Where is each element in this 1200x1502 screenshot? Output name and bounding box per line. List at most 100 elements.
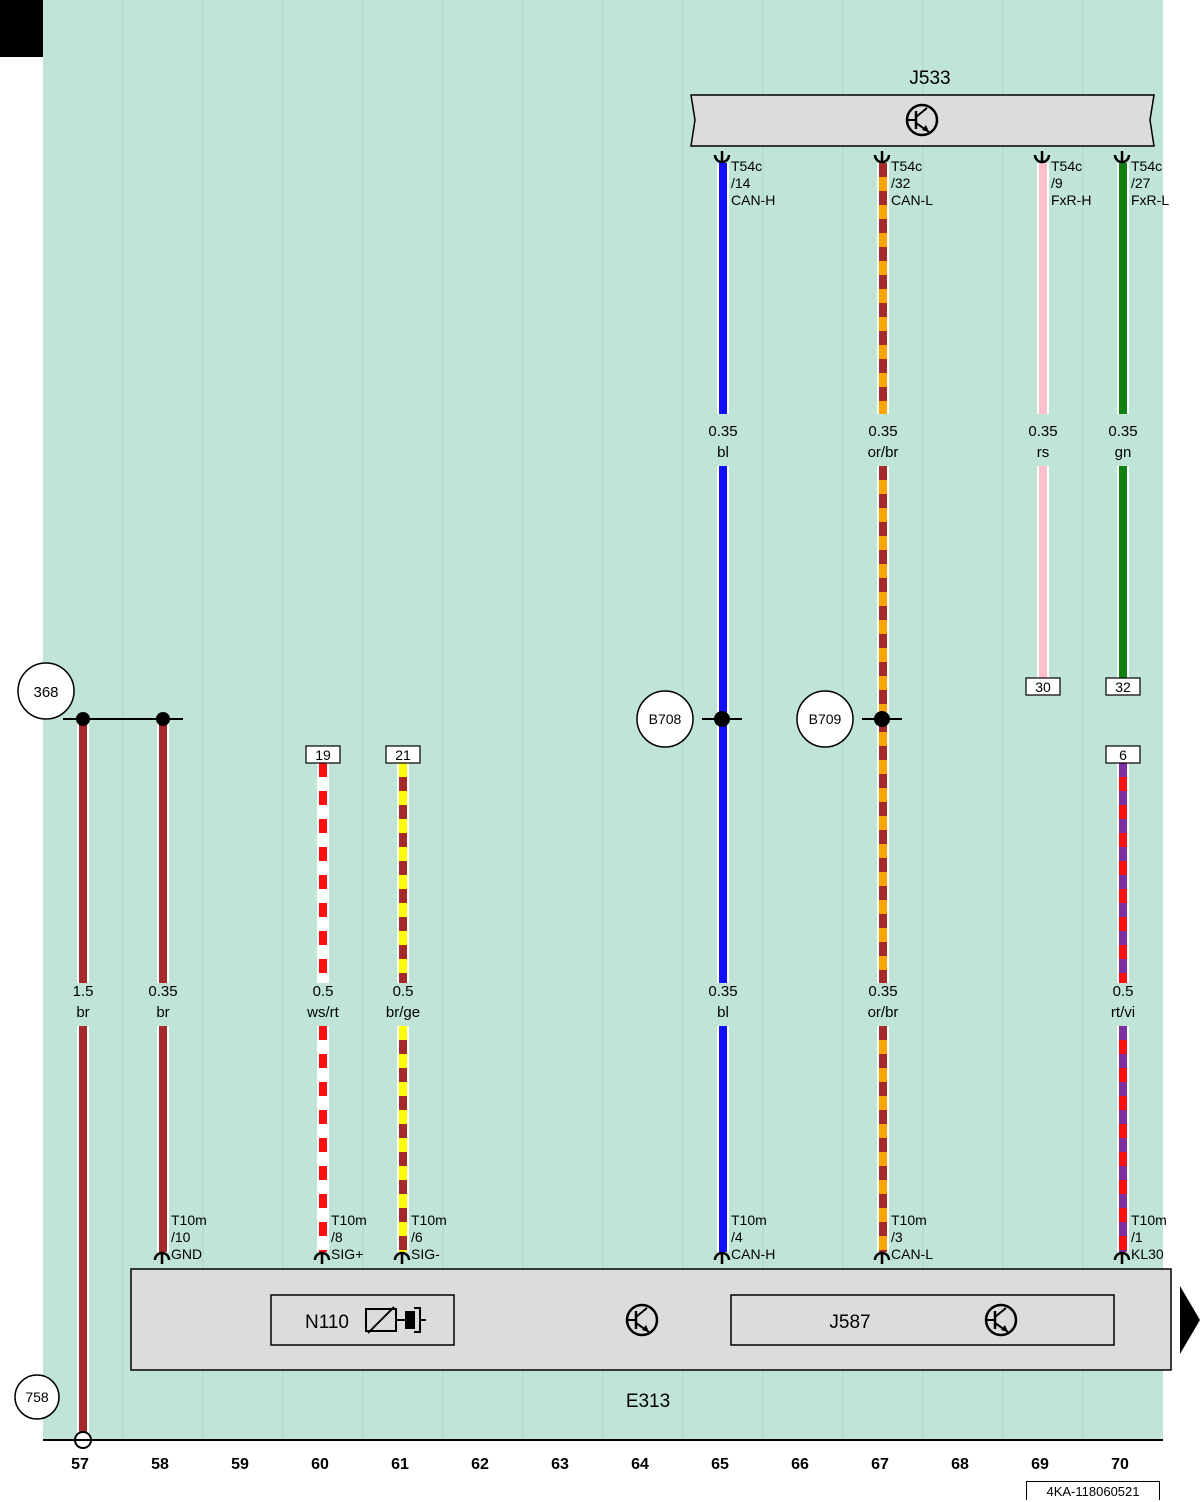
svg-text:T54c: T54c (731, 158, 762, 174)
terminal-e313-t3: T10m /3 CAN-L (891, 1212, 933, 1262)
terminal-j533-t32: T54c /32 CAN-L (891, 158, 933, 208)
wire-label-61: 0.5 br/ge (386, 983, 420, 1021)
svg-text:0.35: 0.35 (708, 983, 737, 1000)
svg-text:bl: bl (717, 1004, 729, 1021)
svg-text:T10m: T10m (891, 1212, 927, 1228)
svg-text:/32: /32 (891, 175, 911, 191)
connector-box-19[interactable]: 19 (305, 745, 341, 764)
svg-text:ws/rt: ws/rt (306, 1004, 339, 1021)
splice-b709-circle[interactable] (796, 690, 854, 748)
terminal-j533-t27: T54c /27 FxR-L (1131, 158, 1169, 208)
svg-text:T10m: T10m (331, 1212, 367, 1228)
svg-text:0.35: 0.35 (708, 423, 737, 440)
wire-label-57: 1.5 br (73, 983, 94, 1021)
column-number: 66 (791, 1456, 809, 1473)
svg-text:/8: /8 (331, 1229, 343, 1245)
svg-text:T54c: T54c (1131, 158, 1162, 174)
column-number: 64 (631, 1456, 649, 1473)
wire-label-58: 0.35 br (148, 983, 177, 1021)
splice-b709-label: B709 (809, 711, 842, 727)
svg-text:0.5: 0.5 (393, 983, 414, 1000)
column-number: 58 (151, 1456, 169, 1473)
terminal-j533-t14: T54c /14 CAN-H (731, 158, 775, 208)
svg-text:19: 19 (315, 747, 331, 763)
ref-circle-368[interactable] (17, 662, 75, 720)
column-number: 68 (951, 1456, 969, 1473)
terminal-e313-t4: T10m /4 CAN-H (731, 1212, 775, 1262)
splice-b709-dot (874, 711, 890, 727)
svg-text:21: 21 (395, 747, 411, 763)
wire-label-67-bottom: 0.35 or/br (868, 983, 899, 1021)
svg-text:bl: bl (717, 444, 729, 461)
svg-text:KL30: KL30 (1131, 1246, 1164, 1262)
svg-text:rt/vi: rt/vi (1111, 1004, 1135, 1021)
svg-text:br: br (156, 1004, 169, 1021)
svg-text:T10m: T10m (1131, 1212, 1167, 1228)
splice-b708-circle[interactable] (636, 690, 694, 748)
svg-text:/10: /10 (171, 1229, 191, 1245)
e313-title: E313 (626, 1391, 670, 1412)
wire-label-70-bottom: 0.5 rt/vi (1111, 983, 1135, 1021)
column-number: 59 (231, 1456, 249, 1473)
svg-text:32: 32 (1115, 679, 1131, 695)
svg-text:/14: /14 (731, 175, 751, 191)
svg-text:/4: /4 (731, 1229, 743, 1245)
n110-box[interactable] (270, 1294, 455, 1346)
svg-text:CAN-L: CAN-L (891, 1246, 933, 1262)
svg-text:rs: rs (1037, 444, 1050, 461)
wire-label-69-top: 0.35 rs (1028, 423, 1057, 461)
svg-text:gn: gn (1115, 444, 1132, 461)
junction-dot-58 (156, 712, 170, 726)
svg-text:0.35: 0.35 (868, 423, 897, 440)
svg-text:FxR-L: FxR-L (1131, 192, 1169, 208)
document-id: 4KA-118060521 (1026, 1481, 1160, 1500)
svg-text:or/br: or/br (868, 444, 899, 461)
svg-text:SIG+: SIG+ (331, 1246, 363, 1262)
ref-368-label: 368 (33, 684, 58, 701)
wire-label-67-top: 0.35 or/br (868, 423, 899, 461)
e313-component-box[interactable] (130, 1268, 1172, 1371)
wire-label-65-bottom: 0.35 bl (708, 983, 737, 1021)
next-page-arrow-icon[interactable] (1180, 1286, 1200, 1354)
connector-box-21[interactable]: 21 (385, 745, 421, 764)
svg-text:0.5: 0.5 (313, 983, 334, 1000)
solenoid-icon (365, 1306, 426, 1334)
connector-box-32[interactable]: 32 (1105, 677, 1141, 696)
terminal-e313-t1: T10m /1 KL30 (1131, 1212, 1167, 1262)
connector-box-6[interactable]: 6 (1105, 745, 1141, 764)
ref-758-label: 758 (25, 1389, 49, 1405)
svg-text:FxR-H: FxR-H (1051, 192, 1091, 208)
n110-label: N110 (305, 1312, 349, 1333)
svg-text:CAN-L: CAN-L (891, 192, 933, 208)
j533-title: J533 (909, 68, 950, 89)
ref-circle-758[interactable] (14, 1374, 60, 1420)
svg-text:T54c: T54c (891, 158, 922, 174)
column-number: 63 (551, 1456, 569, 1473)
junction-dot-57 (76, 712, 90, 726)
svg-text:CAN-H: CAN-H (731, 192, 775, 208)
column-number: 62 (471, 1456, 489, 1473)
svg-text:T10m: T10m (731, 1212, 767, 1228)
svg-text:/1: /1 (1131, 1229, 1143, 1245)
splice-b708-dot (714, 711, 730, 727)
j533-component-box[interactable] (690, 94, 1155, 147)
splice-b708-label: B708 (649, 711, 682, 727)
svg-text:br/ge: br/ge (386, 1004, 420, 1021)
svg-text:CAN-H: CAN-H (731, 1246, 775, 1262)
svg-text:1.5: 1.5 (73, 983, 94, 1000)
terminal-e313-t10: T10m /10 GND (171, 1212, 207, 1262)
svg-text:30: 30 (1035, 679, 1051, 695)
connector-box-30[interactable]: 30 (1025, 677, 1061, 696)
svg-text:0.35: 0.35 (1108, 423, 1137, 440)
svg-text:T54c: T54c (1051, 158, 1082, 174)
svg-text:/27: /27 (1131, 175, 1151, 191)
j587-label: J587 (829, 1312, 870, 1333)
terminal-e313-t6: T10m /6 SIG- (411, 1212, 447, 1262)
column-number: 67 (871, 1456, 889, 1473)
wires (77, 163, 1129, 1434)
svg-text:T10m: T10m (171, 1212, 207, 1228)
j587-box[interactable] (730, 1294, 1115, 1346)
svg-text:0.35: 0.35 (148, 983, 177, 1000)
